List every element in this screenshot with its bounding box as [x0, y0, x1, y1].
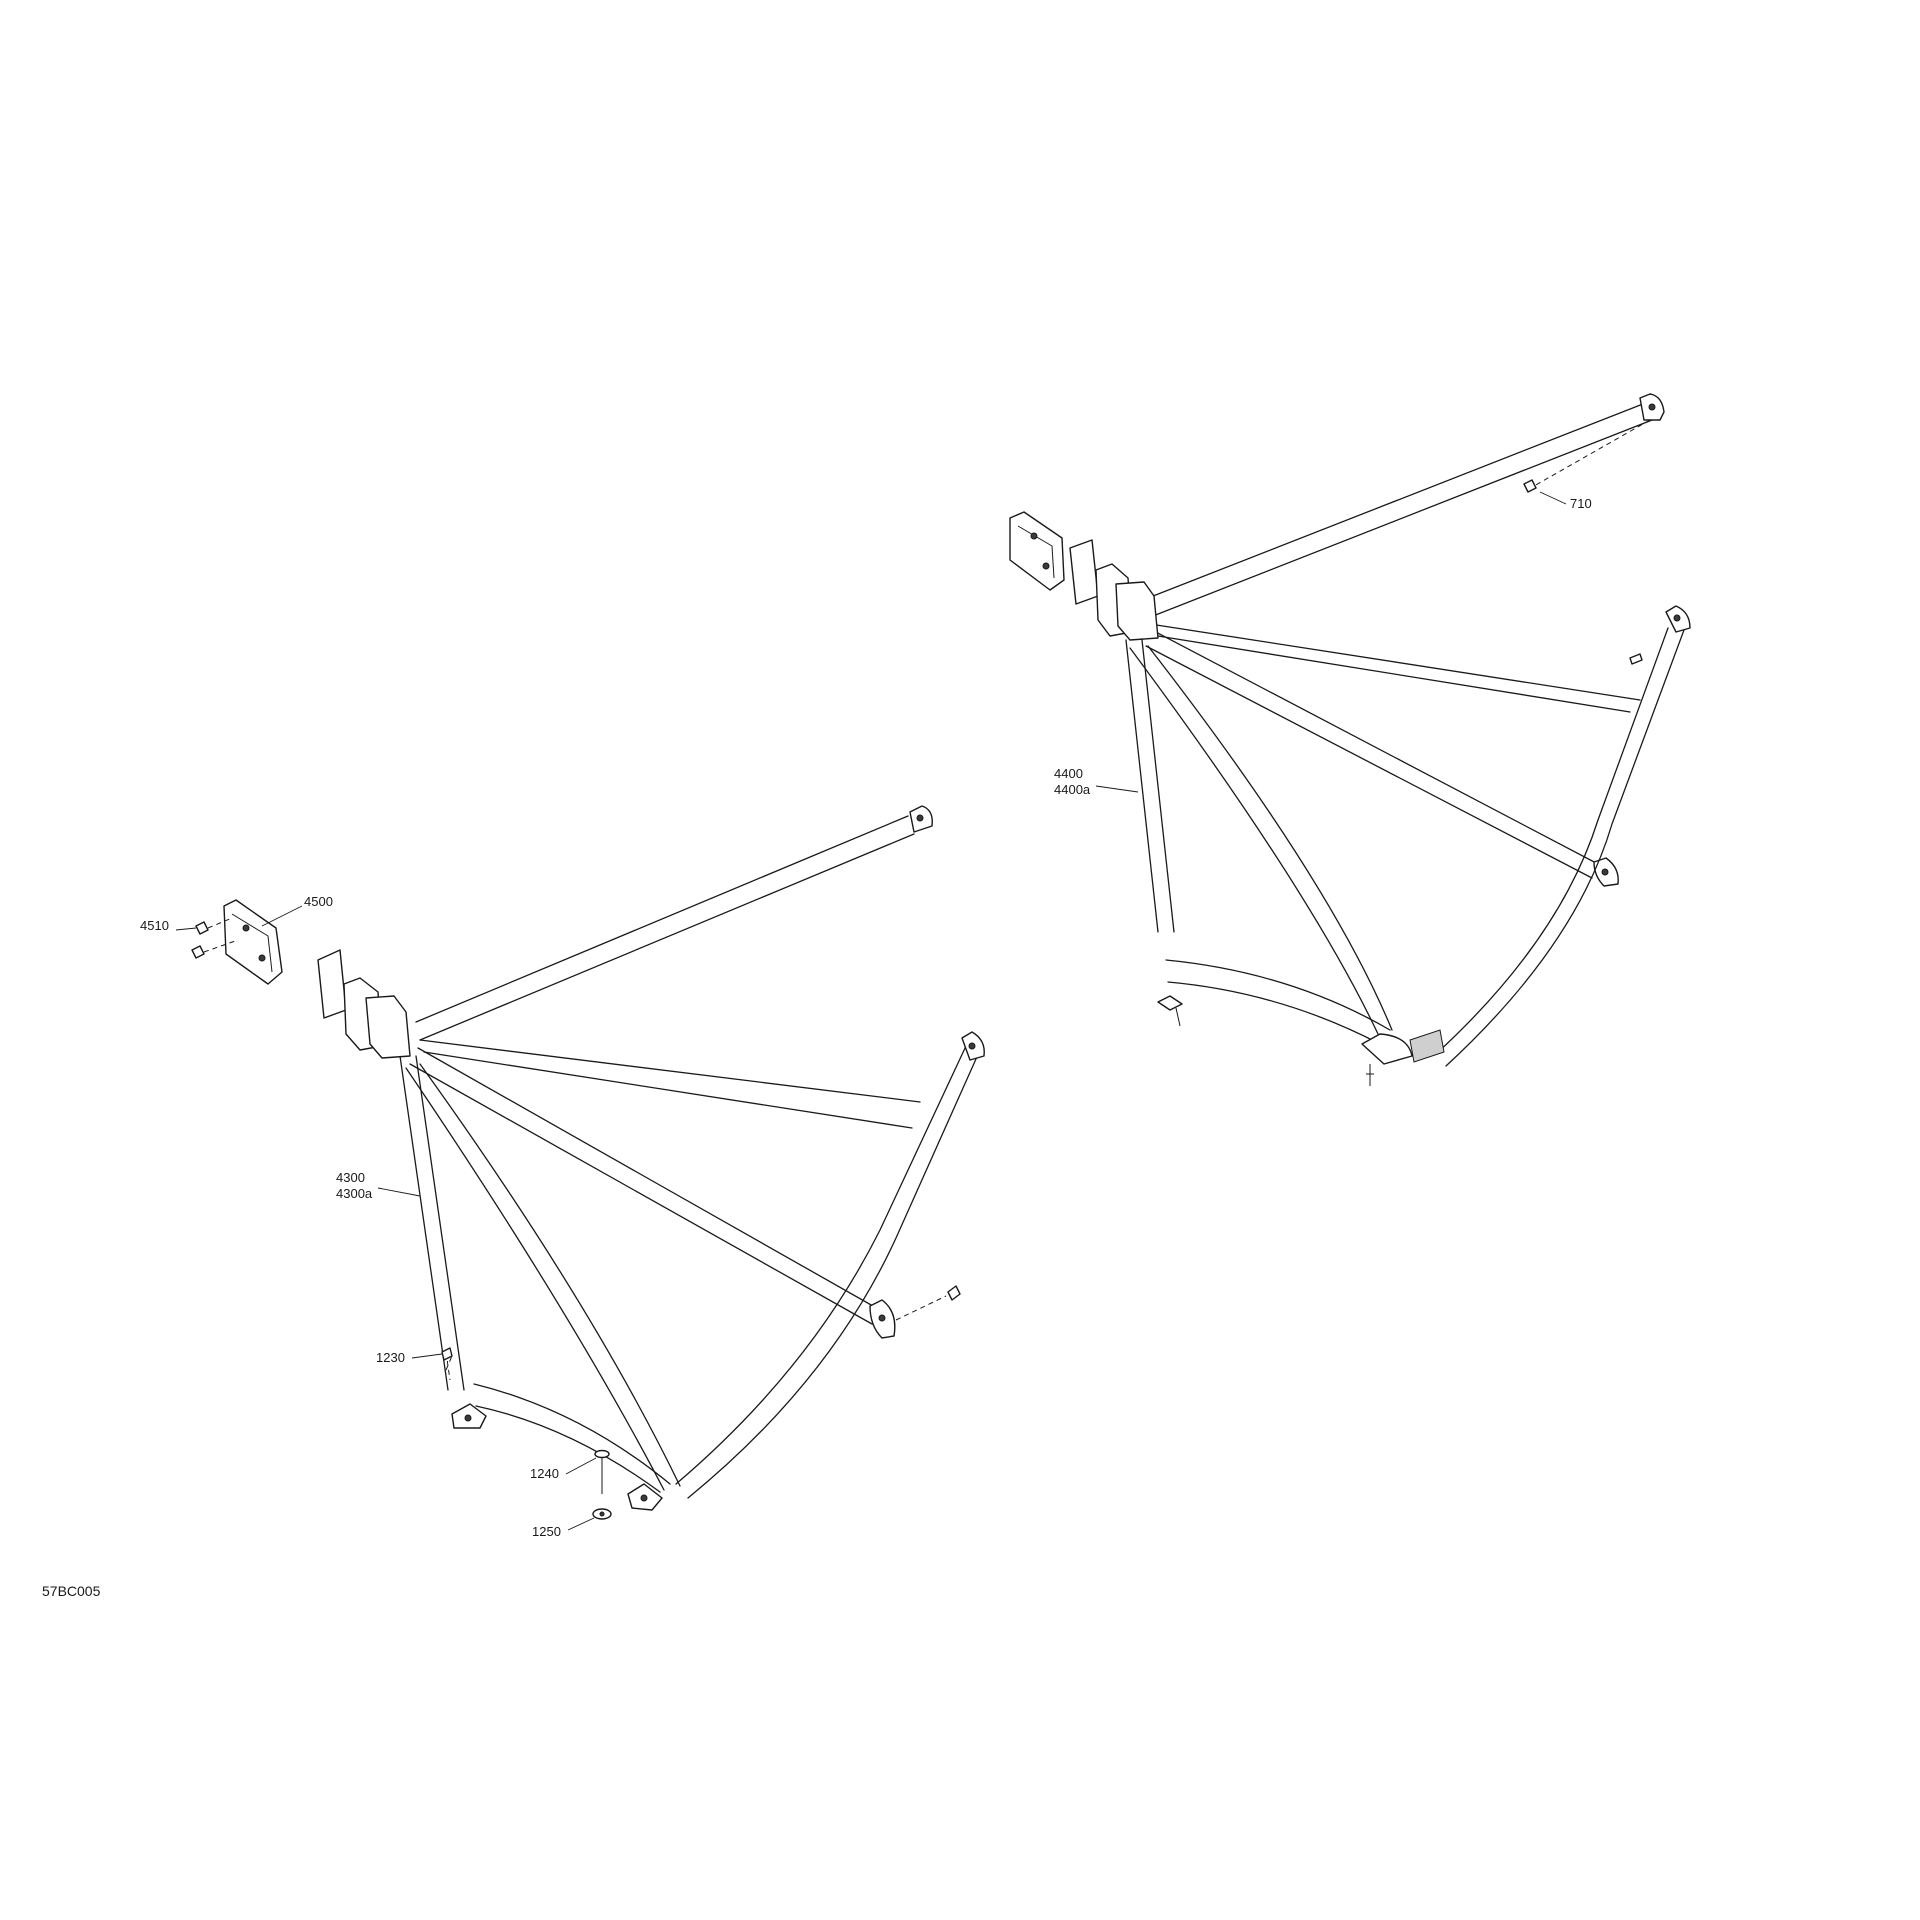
callout-1230: 1230	[376, 1350, 405, 1365]
explode-line-4510-b	[203, 939, 239, 953]
anchor-plate-bottom-right	[1361, 1033, 1413, 1065]
shoulder-arm-left	[675, 1045, 981, 1499]
callout-1240: 1240	[530, 1466, 559, 1481]
anchor-hole	[640, 1494, 648, 1502]
callout-4510: 4510	[140, 918, 169, 933]
screw-1230	[441, 1347, 453, 1361]
seat-belt-assembly-right	[1009, 393, 1691, 1086]
bottom-strap-left	[473, 1383, 671, 1493]
diagonal-strap-right	[1129, 645, 1393, 1035]
anchor-hole	[1601, 868, 1609, 876]
callout-labels: 710 4400 4400a 4500 4510 4300 4300a 1230…	[42, 491, 1592, 1599]
seat-belt-assembly-left	[191, 805, 985, 1520]
callout-710: 710	[1570, 496, 1592, 511]
upper-strap-left	[415, 815, 915, 1041]
buckle-housing-left	[223, 899, 283, 985]
lap-strap-right	[1145, 629, 1599, 879]
screw-4510-a	[195, 921, 209, 935]
explode-line-bolt-left	[895, 1295, 947, 1321]
callout-4400a: 4400a	[1054, 782, 1091, 797]
anchor-hole	[878, 1314, 886, 1322]
screw-4510-b	[191, 945, 205, 959]
callout-1250: 1250	[532, 1524, 561, 1539]
upper-strap-right	[1147, 401, 1653, 617]
anchor-bolt-small-right	[1175, 1007, 1181, 1027]
anchor-plate-small-right	[1157, 995, 1183, 1011]
callout-4400: 4400	[1054, 766, 1083, 781]
lap-strap-left	[409, 1047, 881, 1325]
dashed-seam-left	[445, 1355, 453, 1371]
diagram-code: 57BC005	[42, 1583, 101, 1599]
buckle-tongue-left	[317, 949, 347, 1019]
bottom-strap-right	[1165, 959, 1391, 1045]
bolt-1240-head	[594, 1449, 610, 1459]
anchor-hole	[464, 1414, 472, 1422]
anchor-hole	[968, 1042, 976, 1050]
anchor-hole	[1673, 614, 1681, 622]
buckle-tongue-right	[1069, 539, 1099, 605]
callout-4300: 4300	[336, 1170, 365, 1185]
callout-4300a: 4300a	[336, 1186, 373, 1201]
strap-sleeve-right	[1115, 581, 1159, 641]
explode-line-710	[1533, 419, 1651, 487]
shoulder-arm-right	[1435, 627, 1685, 1067]
bolt-left	[947, 1285, 961, 1301]
callout-4500: 4500	[304, 894, 333, 909]
explode-line-4510-a	[207, 917, 233, 929]
strap-end-shaded	[1409, 1029, 1445, 1063]
middle-strap-right	[1149, 623, 1641, 713]
middle-strap-left	[419, 1039, 921, 1129]
anchor-hole	[916, 814, 924, 822]
buckle-housing-right	[1009, 511, 1065, 591]
anchor-hole	[1648, 403, 1656, 411]
vertical-strap-right	[1125, 639, 1175, 933]
diagonal-strap-left	[405, 1063, 681, 1491]
washer-hole	[599, 1511, 605, 1517]
strap-sleeve-left	[365, 995, 411, 1059]
vertical-strap-left	[399, 1055, 465, 1391]
anchor-bolt-bottom-right	[1366, 1064, 1374, 1086]
bolt-mid-right	[1629, 653, 1643, 665]
bolt-710	[1523, 479, 1537, 493]
